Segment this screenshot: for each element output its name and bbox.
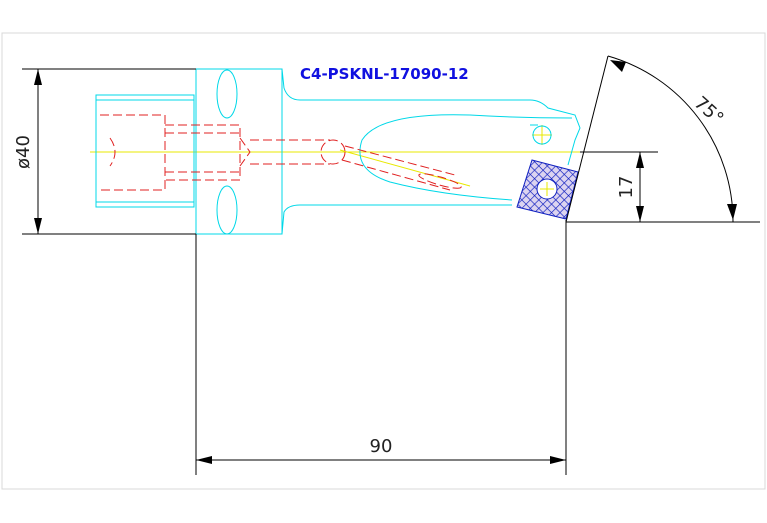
clamp-screw <box>532 125 552 145</box>
internal-bore <box>100 114 166 191</box>
shank-lower-edge <box>281 204 512 235</box>
height-dimension-label: 17 <box>616 176 637 199</box>
part-number-label: C4-PSKNL-17090-12 <box>300 65 469 83</box>
clamp-head <box>95 94 195 208</box>
sheet-border <box>1 32 766 490</box>
bore-end <box>109 137 116 167</box>
dimension-lines <box>22 55 760 475</box>
flange-slot-bottom <box>216 185 238 235</box>
centerlines <box>90 125 585 187</box>
hidden-lines <box>100 114 462 191</box>
chip-groove <box>359 114 573 201</box>
flange-slot-top <box>216 69 238 119</box>
dimension-arrow-icon <box>34 60 737 464</box>
diameter-dimension-label: ø40 <box>13 135 34 169</box>
shank-upper-edge <box>281 68 581 166</box>
coolant-junction <box>320 139 346 165</box>
flange <box>195 68 283 235</box>
length-dimension-label: 90 <box>370 436 393 457</box>
angle-dimension-label: 75° <box>690 92 728 129</box>
coolant-centerline <box>339 149 471 187</box>
tool-body-outline <box>95 68 581 235</box>
cutting-insert <box>516 159 579 220</box>
